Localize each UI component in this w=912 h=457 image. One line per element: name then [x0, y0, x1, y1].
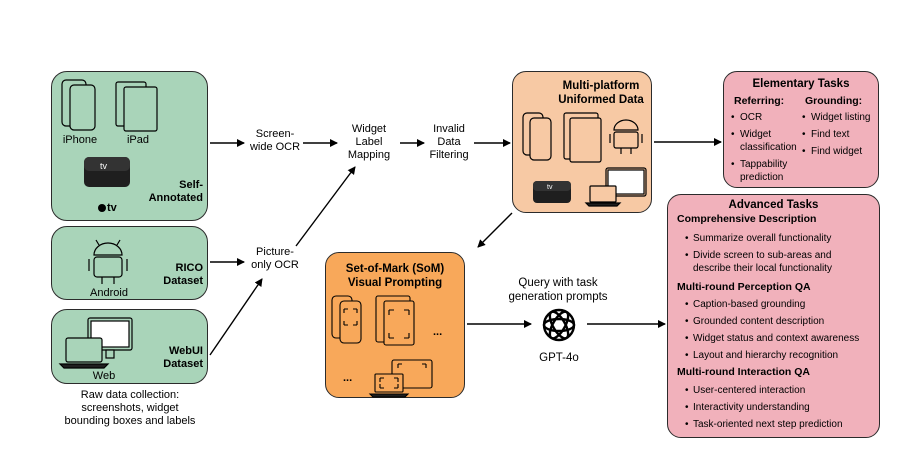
multi-web-icon	[584, 167, 647, 207]
som-ellipsis-1: ...	[433, 326, 443, 338]
invalid-filter-step: Invalid Data Filtering	[429, 123, 469, 161]
elementary-tasks-box	[723, 71, 879, 188]
som-web-icon	[368, 359, 433, 398]
adv-bullet: •	[685, 250, 689, 261]
som-title: Set-of-Mark (SoM) Visual Prompting	[345, 263, 445, 289]
referring-item-tappability: Tappability prediction	[740, 159, 788, 183]
referring-item-widget: Widget classification	[740, 129, 797, 153]
adv-item-user-centered: User-centered interaction	[693, 385, 806, 396]
elementary-title: Elementary Tasks	[752, 78, 850, 90]
multi-platform-title: Multi-platform Uniformed Data	[558, 80, 644, 106]
adv-item-grounded-content: Grounded content description	[693, 316, 825, 327]
adv-bullet: •	[685, 402, 689, 413]
interaction-head: Multi-round Interaction QA	[677, 366, 810, 378]
appletv-box-mark: tv	[100, 161, 108, 171]
referring-head: Referring:	[734, 95, 785, 107]
referring-bullet-2: •	[731, 129, 735, 140]
adv-bullet: •	[685, 350, 689, 361]
referring-bullet-1: •	[731, 112, 735, 123]
rico-label: RICO Dataset	[163, 262, 203, 287]
adv-item-next-step: Task-oriented next step prediction	[693, 419, 843, 430]
multi-appletv-icon	[533, 181, 571, 203]
apple-logo-icon	[98, 204, 106, 212]
referring-bullet-3: •	[731, 159, 735, 170]
adv-item-interactivity: Interactivity understanding	[693, 402, 810, 413]
adv-item-layout: Layout and hierarchy recognition	[693, 350, 839, 361]
query-label: Query with task generation prompts	[508, 277, 608, 303]
som-tablet-icon	[375, 295, 415, 346]
grounding-head: Grounding:	[805, 95, 863, 107]
appletv-box-icon	[84, 157, 130, 187]
picture-ocr-step: Picture- only OCR	[251, 246, 299, 271]
webui-label: WebUI Dataset	[163, 345, 203, 370]
grounding-bullet-3: •	[802, 146, 806, 157]
android-label: Android	[90, 287, 128, 299]
ipad-icon	[115, 81, 158, 132]
iphone-label: iPhone	[62, 134, 98, 146]
grounding-bullet-1: •	[802, 112, 806, 123]
grounding-item-listing: Widget listing	[811, 112, 871, 123]
som-phone-icon	[331, 295, 362, 344]
appletv-mark: tv	[107, 202, 117, 214]
grounding-bullet-2: •	[802, 129, 806, 140]
web-label: Web	[92, 370, 116, 382]
adv-item-widget-status: Widget status and context awareness	[693, 333, 860, 344]
arrow-picture-ocr-to-mapping	[295, 166, 356, 247]
multi-tablet-icon	[563, 112, 602, 163]
advanced-tasks-box	[667, 194, 880, 438]
grounding-item-find-text: Find text	[811, 129, 850, 140]
iphone-icon	[61, 79, 96, 131]
adv-bullet: •	[685, 385, 689, 396]
multi-android-icon	[609, 119, 643, 154]
comprehensive-head: Comprehensive Description	[677, 213, 817, 225]
ipad-label: iPad	[126, 134, 150, 146]
adv-bullet: •	[685, 419, 689, 430]
gpt-label: GPT-4o	[539, 352, 579, 364]
web-laptop-icon	[58, 337, 110, 369]
rico-box	[51, 226, 208, 300]
arrow-multi-platform-to-som	[477, 212, 513, 248]
perception-head: Multi-round Perception QA	[677, 281, 811, 293]
gpt-logo-icon	[534, 303, 585, 347]
advanced-title: Advanced Tasks	[728, 199, 819, 211]
adv-bullet: •	[685, 316, 689, 327]
self-annotated-label: Self- Annotated	[148, 179, 203, 204]
multi-appletv-mark: tv	[547, 184, 553, 191]
adv-item-divide: Divide screen to sub-areas and describe …	[693, 250, 832, 274]
screen-ocr-step: Screen- wide OCR	[249, 128, 301, 153]
widget-mapping-step: Widget Label Mapping	[347, 123, 391, 161]
referring-item-ocr: OCR	[740, 112, 763, 123]
adv-item-caption-grounding: Caption-based grounding	[693, 299, 806, 310]
arrow-webui-to-picture-ocr	[209, 278, 263, 356]
adv-item-summarize: Summarize overall functionality	[693, 233, 832, 244]
som-ellipsis-2: ...	[343, 372, 353, 384]
adv-bullet: •	[685, 299, 689, 310]
grounding-item-find-widget: Find widget	[811, 146, 863, 157]
multi-phone-icon	[522, 112, 552, 161]
adv-bullet: •	[685, 233, 689, 244]
adv-bullet: •	[685, 333, 689, 344]
android-icon	[88, 239, 128, 284]
raw-data-caption: Raw data collection: screenshots, widget…	[64, 389, 196, 427]
